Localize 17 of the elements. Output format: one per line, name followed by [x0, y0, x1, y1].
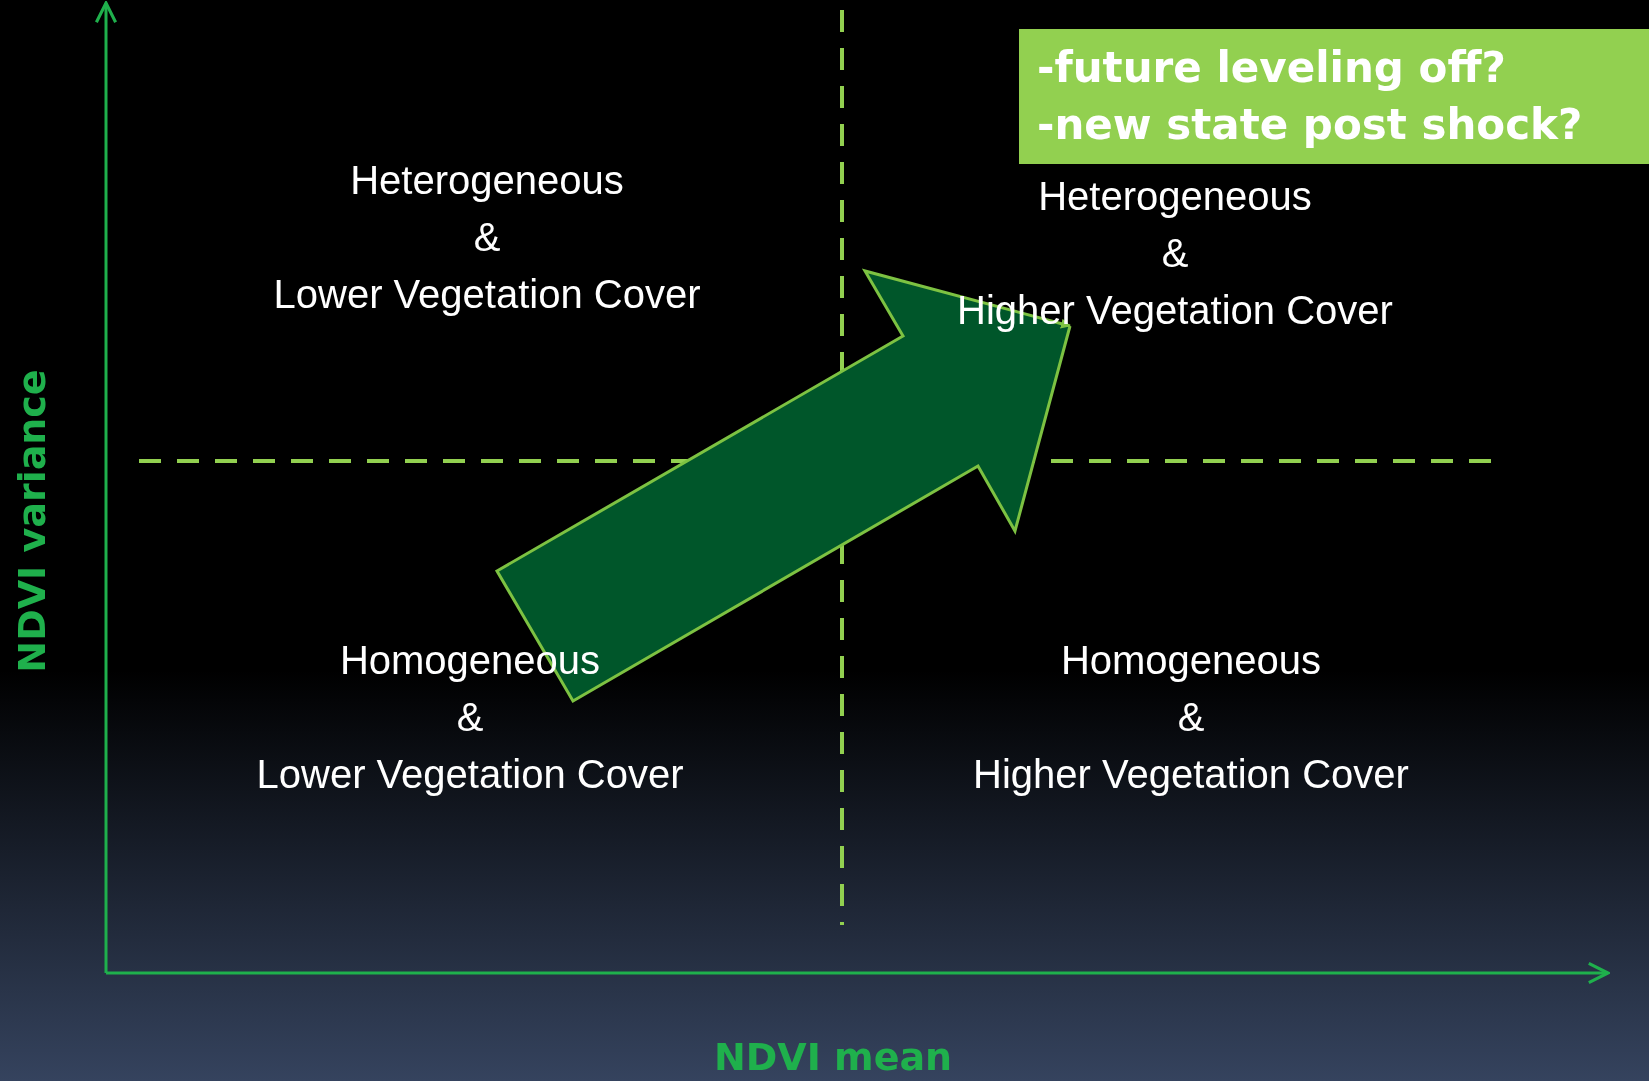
quadrant-label: Heterogeneous	[1038, 173, 1312, 220]
quadrant-label: Lower Vegetation Cover	[256, 751, 684, 798]
quadrant-label: Homogeneous	[1060, 637, 1322, 684]
quadrant-label: Higher Vegetation Cover	[957, 287, 1393, 334]
quadrant-label: &	[1177, 694, 1205, 741]
callout-box	[1019, 29, 1649, 164]
axis-title: NDVI variance	[10, 369, 54, 673]
quadrant-label: &	[1161, 230, 1189, 277]
note-text: -new state post shock?	[1037, 99, 1583, 151]
note-text: -future leveling off?	[1037, 42, 1506, 94]
quadrant-label: &	[456, 694, 484, 741]
block-arrow	[494, 268, 1072, 704]
quadrant-label: &	[473, 214, 501, 261]
quadrant-label: Heterogeneous	[350, 157, 624, 204]
quadrant-label: Higher Vegetation Cover	[973, 751, 1409, 798]
quadrant-label: Lower Vegetation Cover	[273, 271, 701, 318]
axis-title: NDVI mean	[713, 1035, 953, 1079]
